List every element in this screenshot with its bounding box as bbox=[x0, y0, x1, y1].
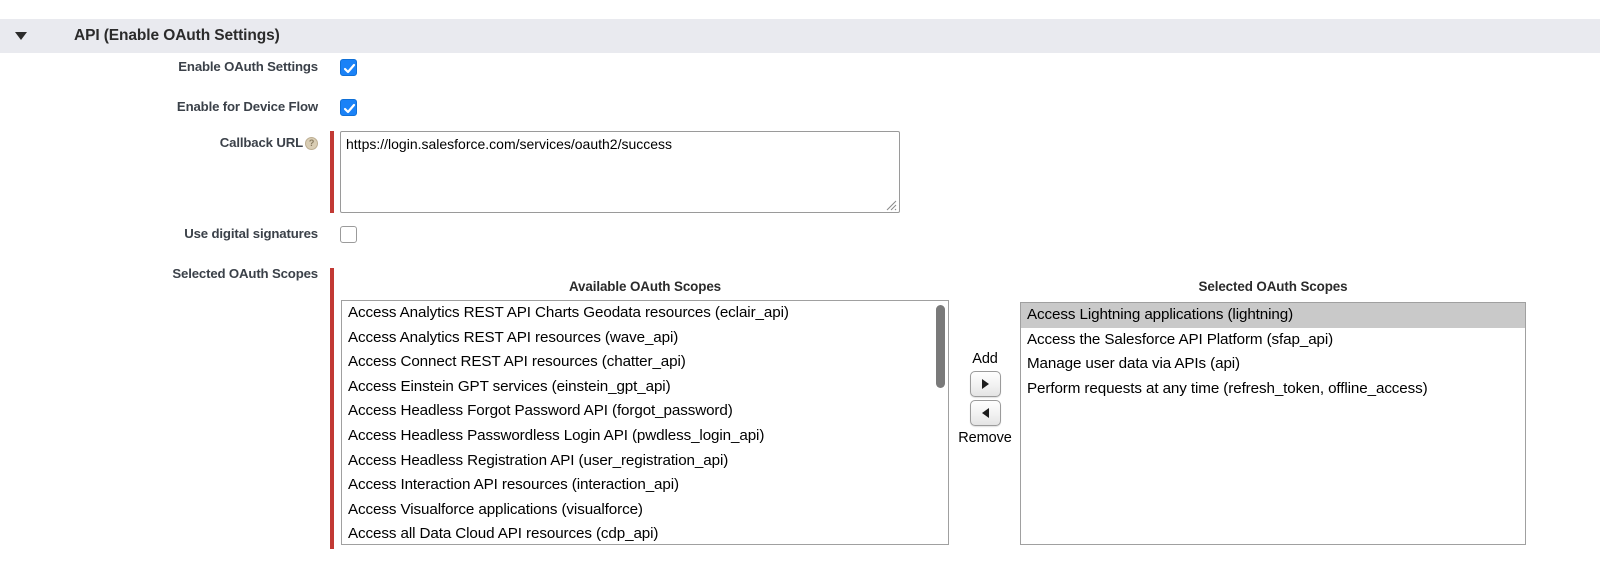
label-callback-url: Callback URL ? bbox=[0, 131, 318, 153]
list-item[interactable]: Access Lightning applications (lightning… bbox=[1021, 303, 1525, 328]
add-button-label: Add bbox=[972, 351, 998, 367]
list-item[interactable]: Access Einstein GPT services (einstein_g… bbox=[348, 377, 671, 395]
available-oauth-scopes-heading: Available OAuth Scopes bbox=[568, 279, 722, 294]
arrow-right-icon bbox=[980, 378, 991, 390]
list-item[interactable]: Access Visualforce applications (visualf… bbox=[348, 500, 643, 518]
triangle-down-icon[interactable] bbox=[10, 31, 32, 41]
list-item[interactable]: Access Interaction API resources (intera… bbox=[348, 476, 679, 494]
label-callback-url-text: Callback URL bbox=[219, 134, 303, 150]
list-item[interactable]: Access the Salesforce API Platform (sfap… bbox=[1027, 330, 1334, 348]
page-title: API (Enable OAuth Settings) bbox=[74, 27, 280, 44]
remove-scope-button[interactable] bbox=[969, 400, 1001, 426]
label-enable-oauth-settings: Enable OAuth Settings bbox=[178, 59, 318, 74]
checkbox-enable-for-device-flow[interactable] bbox=[340, 99, 357, 116]
list-item[interactable]: Access Connect REST API resources (chatt… bbox=[348, 353, 686, 371]
row-selected-oauth-scopes: Selected OAuth Scopes bbox=[0, 266, 318, 281]
available-list-scrollbar[interactable] bbox=[933, 301, 947, 544]
available-list-scroll-thumb[interactable] bbox=[936, 305, 945, 388]
checkbox-enable-oauth-settings[interactable] bbox=[340, 59, 357, 76]
label-selected-oauth-scopes: Selected OAuth Scopes bbox=[172, 266, 318, 281]
scope-transfer-controls: Add Remove bbox=[948, 350, 1022, 447]
selected-oauth-scopes-list[interactable]: Access Lightning applications (lightning… bbox=[1020, 302, 1526, 545]
list-item[interactable]: Access Analytics REST API resources (wav… bbox=[348, 328, 679, 346]
row-use-digital-signatures: Use digital signatures bbox=[0, 226, 357, 243]
available-oauth-scopes-list[interactable]: Access Analytics REST API Charts Geodata… bbox=[341, 300, 949, 545]
arrow-left-icon bbox=[980, 407, 991, 419]
label-use-digital-signatures: Use digital signatures bbox=[184, 226, 318, 241]
remove-button-label: Remove bbox=[958, 430, 1012, 446]
help-circle-icon[interactable]: ? bbox=[305, 136, 318, 150]
list-item[interactable]: Access Headless Passwordless Login API (… bbox=[348, 426, 765, 444]
list-item[interactable]: Access Headless Registration API (user_r… bbox=[348, 451, 729, 469]
selected-oauth-scopes-heading: Selected OAuth Scopes bbox=[1198, 279, 1348, 294]
checkbox-use-digital-signatures[interactable] bbox=[340, 226, 357, 243]
list-item[interactable]: Access all Data Cloud API resources (cdp… bbox=[348, 525, 659, 543]
list-item[interactable]: Perform requests at any time (refresh_to… bbox=[1027, 379, 1428, 397]
row-enable-oauth-settings: Enable OAuth Settings bbox=[0, 59, 357, 76]
required-indicator-selected-oauth-scopes bbox=[330, 268, 334, 549]
list-item[interactable]: Access Headless Forgot Password API (for… bbox=[348, 402, 733, 420]
add-scope-button[interactable] bbox=[969, 371, 1001, 397]
row-enable-for-device-flow: Enable for Device Flow bbox=[0, 99, 357, 116]
list-item[interactable]: Access Analytics REST API Charts Geodata… bbox=[348, 304, 789, 321]
label-enable-for-device-flow: Enable for Device Flow bbox=[176, 99, 318, 114]
section-header: API (Enable OAuth Settings) bbox=[0, 19, 1600, 53]
callback-url-input[interactable] bbox=[340, 131, 900, 213]
required-indicator-callback-url bbox=[330, 131, 334, 213]
list-item[interactable]: Manage user data via APIs (api) bbox=[1027, 355, 1241, 373]
row-callback-url: Callback URL ? bbox=[0, 131, 318, 153]
